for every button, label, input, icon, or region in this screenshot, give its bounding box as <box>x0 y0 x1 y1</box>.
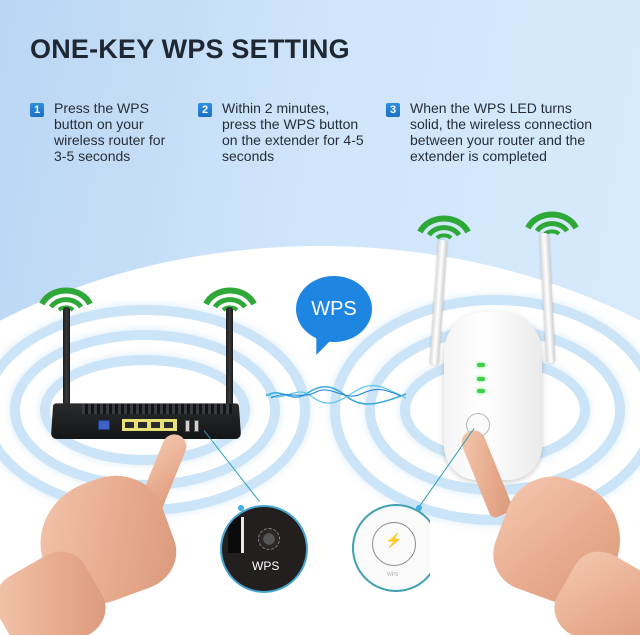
step-text: When the WPS LED turns solid, the wirele… <box>410 100 593 164</box>
extender-wps-label: WPS <box>387 572 399 578</box>
step-number-badge: 2 <box>198 103 212 117</box>
step-text: Press the WPS button on your wireless ro… <box>54 100 166 164</box>
lan-port <box>150 421 161 429</box>
router-usb-port <box>194 420 199 432</box>
led-indicator <box>477 363 485 367</box>
router-antenna <box>226 307 233 407</box>
page-title: ONE-KEY WPS SETTING <box>30 34 350 64</box>
step-3: 3 When the WPS LED turns solid, the wire… <box>386 100 592 164</box>
wifi-signal-icon <box>417 215 471 240</box>
wps-button-ring <box>372 522 416 566</box>
router-wps-closeup: WPS <box>220 505 308 593</box>
wan-port <box>98 420 110 430</box>
lan-port <box>137 421 148 429</box>
router-wps-button <box>185 420 190 432</box>
router-antenna <box>63 307 70 407</box>
cable-plug <box>228 517 244 553</box>
signal-wave-icon <box>266 384 406 405</box>
wps-speech-bubble: WPS <box>296 276 372 342</box>
step-1: 1 Press the WPS button on your wireless … <box>30 100 165 164</box>
extender-wps-closeup: ⚡ WPS <box>352 504 430 592</box>
step-number-badge: 1 <box>30 103 44 117</box>
wifi-signal-icon <box>525 211 579 236</box>
callout-dot <box>416 505 422 511</box>
router-vent <box>82 404 232 414</box>
wifi-extender <box>444 312 542 480</box>
led-indicator <box>477 389 485 393</box>
wps-button-icon <box>258 528 280 550</box>
router-wps-label: WPS <box>252 559 280 573</box>
led-indicator <box>477 377 485 381</box>
step-2: 2 Within 2 minutes, press the WPS button… <box>198 100 364 164</box>
step-text: Within 2 minutes, press the WPS button o… <box>222 100 364 164</box>
lan-port <box>124 421 135 429</box>
callout-dot <box>238 505 244 511</box>
step-number-badge: 3 <box>386 103 400 117</box>
lan-port <box>163 421 174 429</box>
wps-glyph-icon: ⚡ <box>385 532 403 548</box>
